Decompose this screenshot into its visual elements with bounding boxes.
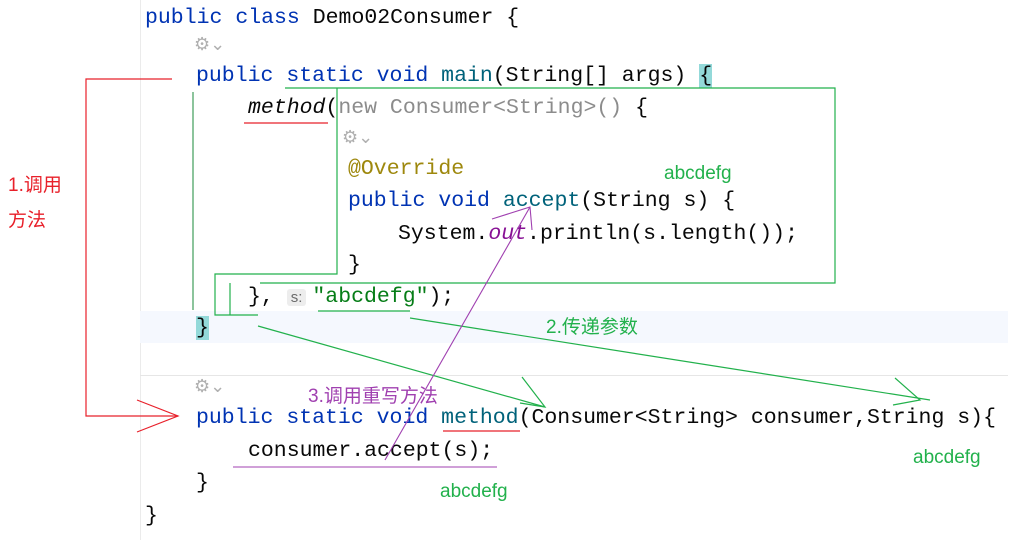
code-token: }, — [248, 285, 287, 309]
code-token: void — [376, 64, 442, 88]
code-line-println-statement[interactable]: System.out.println(s.length()); — [398, 220, 798, 248]
code-token: (String s) { — [580, 189, 736, 213]
current-line-highlight — [140, 311, 1008, 343]
annotation-value-accept: abcdefg — [664, 163, 732, 184]
red-call-bracket — [85, 78, 178, 417]
code-line-accept-call[interactable]: consumer.accept(s); — [248, 437, 493, 465]
code-token: new Consumer<String>() — [338, 96, 636, 120]
method-separator — [140, 375, 1008, 376]
green-anon-class-box-left — [214, 88, 338, 316]
code-token: @Override — [348, 157, 465, 181]
code-token: accept — [502, 189, 581, 213]
editor-gutter-border — [140, 0, 141, 540]
code-line-method-close-brace[interactable]: } — [196, 469, 209, 497]
annotation-step2: 2.传递参数 — [546, 317, 638, 338]
code-line-anon-class-close[interactable]: } — [348, 251, 361, 279]
code-token: Demo02Consumer { — [312, 6, 520, 30]
annotation-value-param: abcdefg — [913, 447, 981, 468]
code-line-class-declaration[interactable]: public class Demo02Consumer { — [145, 4, 519, 32]
annotation-step1-line2: 方法 — [8, 210, 47, 231]
code-line-class-close-brace[interactable]: } — [145, 502, 158, 530]
annotation-step1-line1: 1.调用 — [8, 175, 62, 196]
code-token: ); — [428, 285, 455, 309]
green-arrow-consumer — [257, 325, 546, 408]
code-token: } — [348, 253, 361, 277]
code-token: "abcdefg" — [312, 285, 429, 309]
purple-arrow-accept — [384, 206, 531, 461]
parameter-hint: s: — [286, 289, 307, 306]
code-token: .println(s.length()); — [527, 222, 798, 246]
purple-arrow-head — [491, 206, 533, 231]
implement-method-icon[interactable]: ⚙⌄ — [194, 376, 226, 397]
annotation-step3: 3.调用重写方法 — [308, 386, 438, 407]
green-arrow-string — [409, 317, 931, 401]
code-token: class — [235, 6, 313, 30]
code-token: public — [348, 189, 439, 213]
code-token: { — [635, 96, 648, 120]
code-token: ( — [325, 96, 339, 120]
green-arrow-head — [892, 377, 922, 406]
code-line-override-annotation[interactable]: @Override — [348, 155, 464, 183]
code-token: { — [699, 64, 713, 88]
code-token: void — [438, 189, 503, 213]
code-token: (Consumer<String> consumer,String s){ — [518, 406, 996, 430]
code-token: } — [145, 504, 158, 528]
code-line-main-close-brace[interactable]: } — [196, 314, 209, 342]
green-arrow-head — [519, 376, 547, 408]
green-anon-class-box — [260, 87, 836, 284]
code-line-method-call-args[interactable]: }, s: "abcdefg"); — [248, 283, 454, 312]
code-token: public — [145, 6, 236, 30]
code-token: static — [286, 64, 377, 88]
code-token: method — [441, 406, 519, 430]
code-token: main — [441, 64, 493, 88]
code-token: } — [196, 316, 209, 340]
code-token: (String[] args) — [492, 64, 700, 88]
implement-method-icon[interactable]: ⚙⌄ — [194, 34, 226, 55]
code-line-accept-method-declaration[interactable]: public void accept(String s) { — [348, 187, 735, 215]
code-token: System. — [398, 222, 489, 246]
annotation-value-call: abcdefg — [440, 481, 508, 502]
code-line-method-declaration[interactable]: public static void method(Consumer<Strin… — [196, 404, 996, 432]
code-token: public — [196, 406, 287, 430]
code-token: consumer.accept(s); — [248, 439, 494, 463]
code-line-method-call-line[interactable]: method(new Consumer<String>() { — [248, 94, 648, 122]
red-arrow-head — [136, 399, 180, 433]
code-token: method — [248, 96, 326, 120]
code-token: out — [488, 222, 528, 246]
annotation-step1: 1.调用 方法 — [8, 170, 62, 232]
implement-method-icon[interactable]: ⚙⌄ — [342, 127, 374, 148]
code-token: void — [376, 406, 442, 430]
code-line-main-method-declaration[interactable]: public static void main(String[] args) { — [196, 62, 713, 90]
code-token: public — [196, 64, 287, 88]
code-token: static — [286, 406, 377, 430]
code-token: } — [196, 471, 209, 495]
